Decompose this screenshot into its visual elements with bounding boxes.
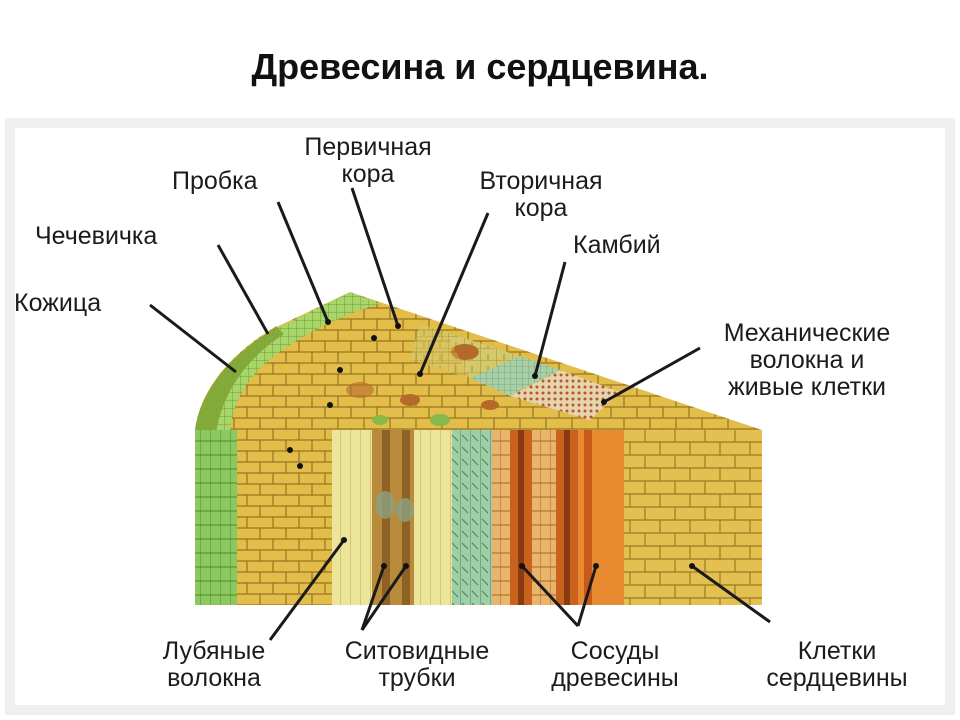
bast-fiber-strip — [332, 430, 372, 605]
label-bast-line1: Лубяные — [162, 637, 266, 665]
cambium-strip — [452, 430, 492, 605]
label-sieve-line2: трубки — [378, 664, 456, 692]
label-vessels-line1: Сосуды — [570, 637, 660, 665]
label-cambium: Камбий — [573, 231, 661, 259]
primary-cortex-strip — [237, 430, 332, 605]
label-pith-line2: сердцевины — [766, 664, 908, 692]
label-primary-cortex-line1: Первичная — [304, 133, 432, 161]
label-vessels-line2: древесины — [551, 664, 679, 692]
label-primary-cortex: Первичная кора — [278, 134, 458, 188]
label-secondary-cortex-line1: Вторичная — [479, 167, 603, 195]
label-secondary-cortex-line2: кора — [514, 194, 568, 222]
label-cork: Пробка — [172, 167, 258, 195]
label-fibers-line3: живые клетки — [727, 373, 887, 401]
leader-dots — [287, 319, 695, 569]
label-bast-fibers: Лубяные волокна — [130, 638, 298, 692]
label-fibers-line2: волокна и — [749, 346, 865, 374]
front-face — [195, 430, 762, 605]
label-pith-line1: Клетки — [797, 637, 877, 665]
label-bast-line2: волокна — [167, 664, 261, 692]
leader-lines — [149, 187, 771, 641]
label-epidermis: Кожица — [14, 289, 102, 317]
label-sieve-tubes: Ситовидные трубки — [306, 638, 528, 692]
label-wood-vessels: Сосуды древесины — [520, 638, 710, 692]
label-secondary-cortex: Вторичная кора — [446, 168, 636, 222]
pith-strip — [624, 430, 762, 605]
slide-title: Древесина и сердцевина. — [251, 46, 709, 87]
label-sieve-line1: Ситовидные — [344, 637, 490, 665]
epidermis-cork-strip — [195, 430, 237, 605]
label-fibers-and-cells: Механические волокна и живые клетки — [682, 320, 932, 401]
label-lenticel: Чечевичка — [35, 222, 158, 250]
label-pith-cells: Клетки сердцевины — [726, 638, 948, 692]
label-fibers-line1: Механические — [723, 319, 891, 347]
label-primary-cortex-line2: кора — [341, 160, 395, 188]
